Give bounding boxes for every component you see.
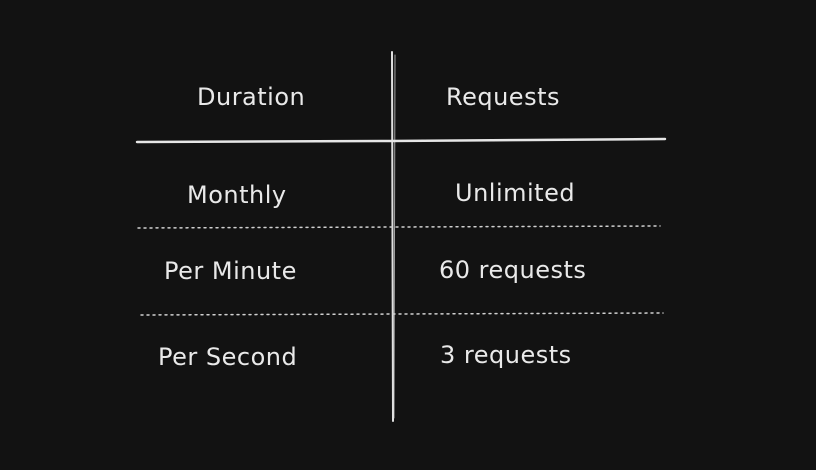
row-monthly-duration: Monthly xyxy=(187,181,287,209)
column-divider-sketch xyxy=(393,54,396,419)
row-per-second-duration: Per Second xyxy=(158,343,298,371)
header-duration: Duration xyxy=(197,83,306,111)
row-monthly-requests: Unlimited xyxy=(455,179,576,207)
header-underline xyxy=(135,137,667,144)
row-per-minute-requests: 60 requests xyxy=(439,256,587,284)
row-per-second-requests: 3 requests xyxy=(440,341,572,369)
column-divider xyxy=(391,51,394,422)
header-requests: Requests xyxy=(446,83,560,111)
row-separator-2 xyxy=(140,312,664,316)
row-per-minute-duration: Per Minute xyxy=(164,257,297,285)
row-separator-1 xyxy=(137,225,661,229)
